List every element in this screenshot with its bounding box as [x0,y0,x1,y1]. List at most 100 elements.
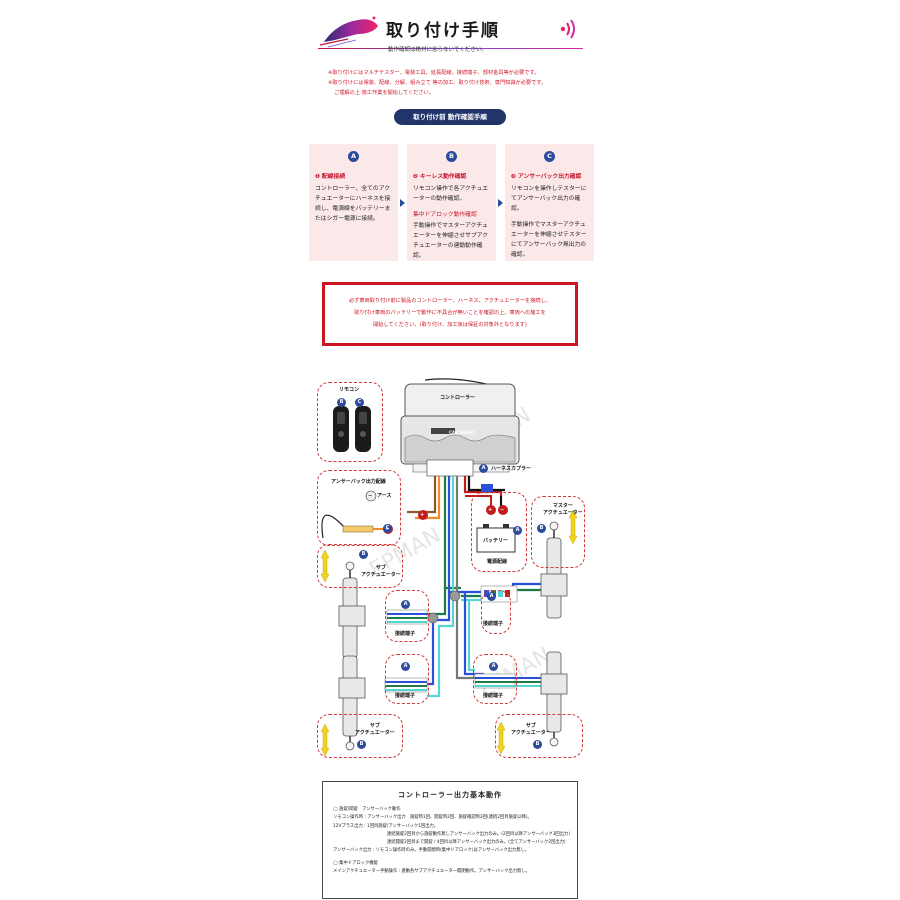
plus-symbol: + [420,512,425,518]
fuse-icon [481,484,493,492]
step-body-secondary: 手動操作でマスターアクチュエーターを伸縮させサブアクチュエーターの連動動作確認。 [413,223,489,259]
harness-coupler [426,459,474,477]
badge-b: B [337,398,346,407]
connector-left-bottom [384,677,428,693]
page-title: 取り付け手順 [386,21,500,41]
battery-label: バッテリー [483,538,509,544]
warning-line: 開始してください。(取り付け、加工後は保証の対象外となります) [373,322,527,328]
splice-node [449,590,461,602]
note-line: ※取り付けにはマルチテスター、電装工具、延長配線、接続端子、部材金具等が必要です… [328,70,540,76]
step-title: ❶ 配線接続 [315,174,346,180]
plus-symbol: + [488,507,493,513]
minus-symbol: − [368,493,373,499]
sub-actuator-callout [317,714,403,758]
note-line: ご理解の上 施工作業を開始してください。 [334,90,434,96]
step-card-c: C ❸ アンサーバック出力確認 リモコンを操作しテスターにてアンサーバック出力の… [505,144,594,261]
connector-callout [481,590,511,634]
badge-c: C [383,524,392,533]
connector-right-bottom [474,673,547,689]
step-body-secondary: 手動操作でマスターアクチュエーターを伸縮させテスターにてアンサーバック無出力の確… [511,222,587,258]
warning-line: 必ず車両取り付け前に製品のコントローラー、ハーネス、アクチュエーターを接続し、 [348,298,551,304]
step-card-b: B ❷ キーレス動作確認 リモコン操作で各アクチュエーターの動作確認。 集中ドア… [407,144,496,261]
earth-label: アース [377,493,392,499]
spec-line: 連続施錠2回目から施錠動作無しアンサーバック出力のみ。(2回目以降アンサーバック… [387,831,570,837]
spec-line: ◯ 施錠/開錠 アンサーバック動作 [333,807,401,812]
paint-splash-icon [319,16,378,48]
step-title: ❸ アンサーバック出力確認 [511,174,582,180]
badge-a: A [487,592,496,601]
sub-actuator-label: サブ アクチュエーター [361,565,401,578]
connector-callout [385,654,429,704]
spec-title: コントローラー出力基本動作 [398,791,502,799]
step-badge: A [348,151,359,162]
install-notes: ※取り付けにはマルチテスター、電装工具、延長配線、接続端子、部材金具等が必要です… [328,68,546,98]
remote-label: リモコン [339,387,360,393]
badge-c: C [355,398,364,407]
connector-callout [385,590,429,642]
title-rule [318,48,583,49]
warning-line: 取り付け車両のバッテリーで動作に不具合が無いことを確認の上、車両への施工を [354,310,546,316]
title-subtitle: 動作確認は絶対に怠らないでください。 [388,47,487,53]
brand-label: CAR SMART [449,430,476,435]
connector-label: 接続端子 [395,693,416,699]
plus-symbol: + [385,526,390,532]
spec-line: 12Vプラス出力 : 1回目施錠/アンサーバック1回出力。 [333,823,439,829]
step-arrow-icon [498,199,503,207]
step-title: ❷ キーレス動作確認 [413,174,467,180]
step-body: リモコンを操作しテスターにてアンサーバック出力の確認。 [511,186,587,212]
badge-b: B [533,740,542,749]
spec-line: リモコン操作時 : アンサーバック出力 施錠時1回、開錠時2回、施錠確認時3回(… [333,815,532,821]
controller-unit [400,378,520,473]
sub-actuator-label: サブ アクチュエーター [355,723,395,736]
badge-b: B [537,524,546,533]
spec-line: アンサーバック出力 : リモコン操作時のみ。手動開閉時(集中ドアロック)はアンサ… [333,848,530,854]
title-banner: 取り付け手順 [318,10,583,56]
badge-a: A [489,662,498,671]
answerback-cable [321,514,346,539]
step-body: コントローラー、全てのアクチュエーターにハーネスを接続し、電源線をバッテリーまた… [315,186,391,222]
step-badge: C [544,151,555,162]
sub-actuator-callout [317,544,403,588]
minus-symbol: − [500,507,505,513]
connector-callout [473,654,517,704]
warning-box: 必ず車両取り付け前に製品のコントローラー、ハーネス、アクチュエーターを接続し、 … [322,282,578,346]
battery-callout [471,492,527,572]
badge-b: B [359,550,368,559]
connector-label: 接続端子 [483,621,504,627]
harness-label: ハーネスカプラー [491,466,532,472]
answerback-callout [317,470,401,546]
step-body: リモコン操作で各アクチュエーターの動作確認。 [413,186,489,202]
step-title-secondary: 集中ドアロック動作確認 [413,212,477,218]
sub-actuator-label: サブ アクチュエーター [511,723,551,736]
spec-line: ◯ 集中ドアロック機能 [333,860,378,866]
remote-callout [317,382,383,462]
signal-icon [560,19,575,39]
step-arrow-icon [400,199,405,207]
spec-line: 連続開錠2回目まで開錠 / 4回目以降アンサーバック出力のみ。(全てアンサーバッ… [387,840,566,846]
connector-label: 接続端子 [395,631,416,637]
badge-a: A [401,600,410,609]
connector-left-top [386,609,428,625]
badge-a: A [479,464,488,473]
master-actuator-label: マスター アクチュエーター [543,503,583,516]
master-actuator-callout [531,496,585,568]
power-label: 電源配線 [487,559,508,565]
badge-b: B [357,740,366,749]
wiring-diagram: EPMAN EPMAN EPMAN [315,378,587,764]
answerback-label: アンサーバック出力配線 [331,479,386,485]
section-pill: 取り付け前 動作確認手順 [394,109,506,125]
badge-a: A [513,526,522,535]
spec-line: メインアクチュエーター手動操作 : 連動各サブアクチュエーター開閉動作。アンサー… [333,869,530,875]
splice-node [427,612,439,624]
remote-icons [333,406,371,452]
controller-spec-box: コントローラー出力基本動作 ◯ 施錠/開錠 アンサーバック動作 リモコン操作時 … [322,781,578,899]
controller-label: コントローラー [440,395,476,401]
connector-label: 接続端子 [483,693,504,699]
actuator-group [338,521,568,751]
battery-icon [476,524,516,553]
step-badge: B [446,151,457,162]
note-line: ※取り付けには電装、配線、分解、組み立て 等の加工、取り付け技術、専門知識が必要… [328,80,547,86]
sub-actuator-callout [495,714,583,758]
step-card-a: A ❶ 配線接続 コントローラー、全てのアクチュエーターにハーネスを接続し、電源… [309,144,398,261]
